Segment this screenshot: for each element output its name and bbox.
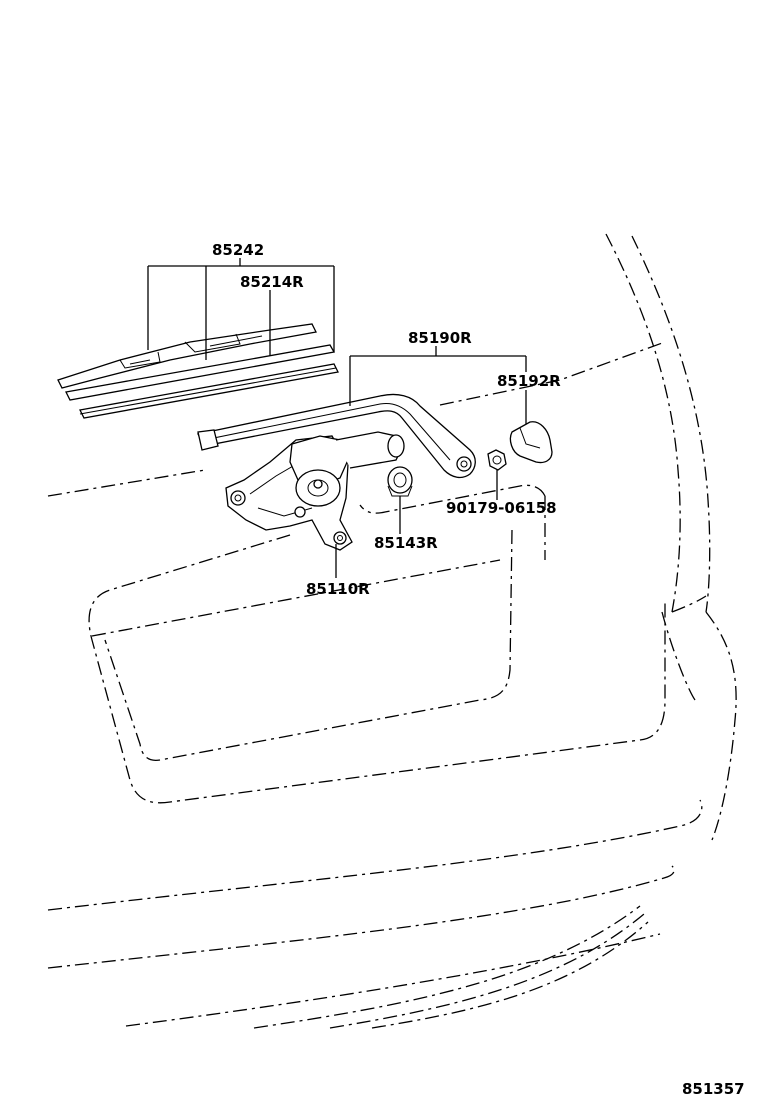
diagram-number: 851357 (682, 1080, 745, 1098)
label-cap: 85143R (374, 534, 438, 552)
label-arm-cover: 85192R (497, 372, 561, 390)
wiper-arm (197, 393, 476, 479)
nut (487, 449, 507, 471)
leader-lines (147, 258, 527, 578)
label-wiper-arm: 85190R (408, 329, 472, 347)
label-nut: 90179-06158 (446, 499, 557, 517)
label-blade-rubber: 85214R (240, 273, 304, 291)
label-wiper-motor: 85110R (306, 580, 370, 598)
arm-cover (509, 421, 553, 464)
wiper-blade-assembly (57, 323, 339, 419)
part-labels: 85242 85214R 85190R 85192R 90179-06158 8… (212, 241, 745, 1098)
label-blade-assembly: 85242 (212, 241, 264, 259)
vehicle-body-outline (47, 233, 737, 1029)
cap (387, 466, 413, 497)
wiper-motor (225, 431, 405, 551)
